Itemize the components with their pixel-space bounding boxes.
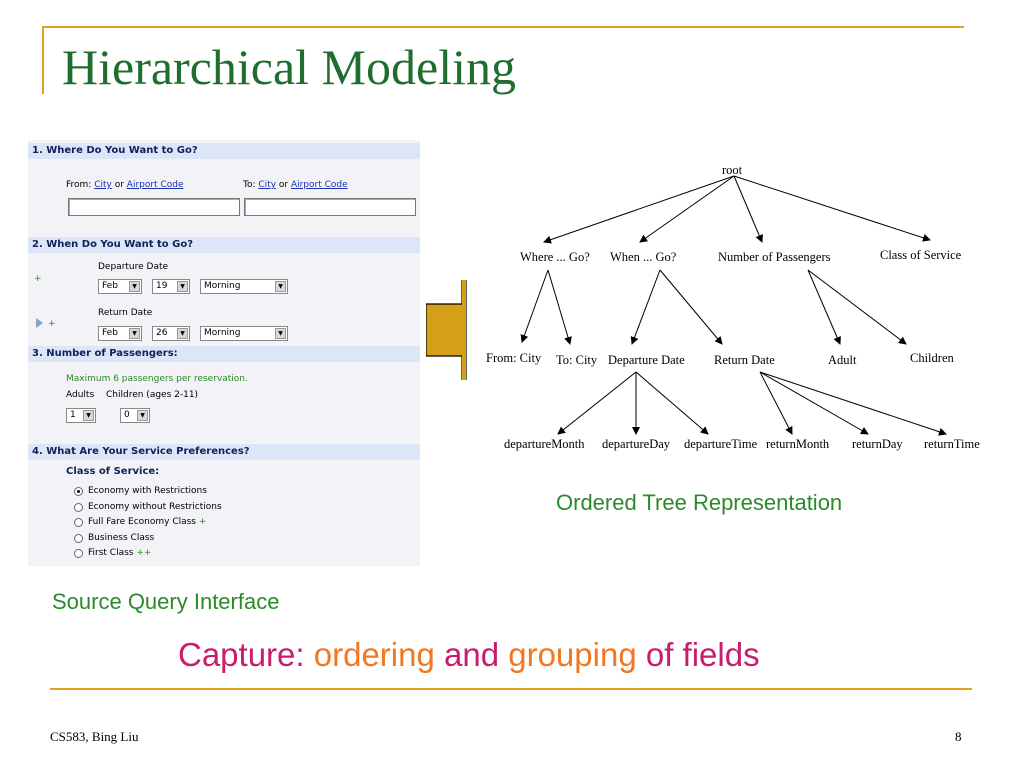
chevron-down-icon: ▼ — [275, 328, 286, 339]
return-month-select[interactable]: Feb▼ — [98, 326, 142, 341]
service-class-option-label: First Class ++ — [88, 548, 152, 558]
children-select[interactable]: 0▼ — [120, 408, 150, 423]
tree-node-root: root — [722, 163, 743, 177]
chevron-down-icon: ▼ — [177, 328, 188, 339]
section-header-when: 2. When Do You Want to Go? — [28, 237, 420, 253]
tree-node-departure-date: Departure Date — [608, 353, 685, 367]
class-of-service-label: Class of Service: — [66, 466, 160, 477]
tree-node-adult: Adult — [828, 353, 857, 367]
tree-node-departure-day: departureDay — [602, 437, 671, 451]
top-rule — [42, 26, 964, 28]
capture-statement: Capture: ordering and grouping of fields — [178, 636, 760, 673]
to-label-group: To: City or Airport Code — [243, 180, 348, 190]
footer-course: CS583, Bing Liu — [50, 729, 139, 744]
section-header-where: 1. Where Do You Want to Go? — [28, 143, 420, 159]
service-class-radio[interactable] — [74, 533, 83, 543]
plus-marker: + — [48, 319, 56, 329]
tree-node-return-month: returnMonth — [766, 437, 830, 451]
service-class-radio[interactable] — [74, 487, 83, 496]
form-caption: Source Query Interface — [52, 589, 280, 614]
departure-month-select[interactable]: Feb▼ — [98, 279, 142, 294]
source-query-form: 1. Where Do You Want to Go? From: City o… — [28, 140, 420, 566]
tree-node-where: Where ... Go? — [520, 250, 590, 264]
departure-day-select[interactable]: 19▼ — [152, 279, 190, 294]
tree-node-class-of-service: Class of Service — [880, 248, 962, 262]
tree-caption: Ordered Tree Representation — [556, 490, 843, 515]
chevron-down-icon: ▼ — [129, 281, 140, 292]
slide-title: Hierarchical Modeling — [62, 39, 516, 95]
departure-time-select[interactable]: Morning▼ — [200, 279, 288, 294]
section-header-service: 4. What Are Your Service Preferences? — [28, 444, 420, 460]
service-class-radio[interactable] — [74, 549, 83, 558]
section-header-passengers: 3. Number of Passengers: — [28, 346, 420, 362]
page-number: 8 — [955, 729, 962, 744]
tree-node-return-day: returnDay — [852, 437, 903, 451]
right-arrow-icon — [426, 280, 467, 380]
from-label-group: From: City or Airport Code — [66, 180, 184, 190]
service-class-option-label: Business Class — [88, 532, 155, 543]
tree-node-children: Children — [910, 351, 954, 365]
adults-select[interactable]: 1▼ — [66, 408, 96, 423]
to-input[interactable] — [244, 198, 416, 216]
expand-arrow-icon[interactable] — [36, 318, 44, 328]
service-class-option-label: Economy with Restrictions — [88, 486, 207, 496]
tree-node-to-city: To: City — [556, 353, 598, 367]
title-accent-bar — [42, 26, 44, 94]
service-class-option-label: Economy without Restrictions — [88, 501, 222, 512]
chevron-down-icon: ▼ — [177, 281, 188, 292]
departure-date-label: Departure Date — [98, 262, 169, 272]
return-time-select[interactable]: Morning▼ — [200, 326, 288, 341]
chevron-down-icon: ▼ — [137, 410, 148, 421]
service-class-option-label: Full Fare Economy Class + — [88, 517, 207, 527]
tree-node-departure-time: departureTime — [684, 437, 758, 451]
service-class-radio[interactable] — [74, 502, 83, 512]
adults-label: Adults — [66, 390, 95, 400]
tree-node-passengers: Number of Passengers — [718, 250, 831, 264]
bottom-rule — [50, 688, 972, 690]
plus-marker: + — [34, 274, 42, 284]
to-airport-code-link[interactable]: Airport Code — [290, 180, 348, 190]
tree-node-departure-month: departureMonth — [504, 437, 585, 451]
to-city-link[interactable]: City — [258, 180, 277, 190]
return-date-label: Return Date — [98, 308, 153, 318]
children-label: Children (ages 2-11) — [106, 390, 199, 400]
return-day-select[interactable]: 26▼ — [152, 326, 190, 341]
tree-node-when: When ... Go? — [610, 250, 677, 264]
tree-node-from-city: From: City — [486, 351, 542, 365]
from-city-link[interactable]: City — [94, 180, 112, 190]
tree-node-return-date: Return Date — [714, 353, 775, 367]
passenger-note: Maximum 6 passengers per reservation. — [66, 374, 248, 384]
ordered-tree-diagram: root Where ... Go? When ... Go? Number o… — [486, 163, 980, 451]
chevron-down-icon: ▼ — [129, 328, 140, 339]
from-input[interactable] — [68, 198, 240, 216]
chevron-down-icon: ▼ — [275, 281, 286, 292]
service-class-radio[interactable] — [74, 518, 83, 527]
chevron-down-icon: ▼ — [83, 410, 94, 421]
tree-node-return-time: returnTime — [924, 437, 980, 451]
from-airport-code-link[interactable]: Airport Code — [126, 180, 184, 190]
